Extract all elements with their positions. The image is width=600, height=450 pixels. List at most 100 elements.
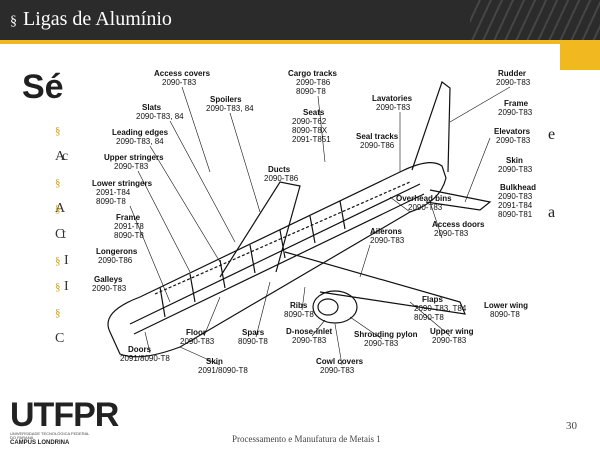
aircraft-svg: Access covers 2090-T83 Cargo tracks 2090…: [92, 69, 536, 375]
bullet-text: I: [64, 279, 69, 294]
alloy-overhead-bins: 2090-T83: [408, 203, 443, 212]
horizontal-stabilizer: [425, 189, 492, 211]
right-wing: [284, 251, 466, 315]
label-slats: Slats: [142, 103, 162, 112]
alloy-access-covers: 2090-T83: [162, 78, 197, 87]
bullet-text: C: [55, 227, 65, 242]
alloy-upper-stringers: 2090-T83: [114, 162, 149, 171]
alloy-cowl-covers: 2090-T83: [320, 366, 355, 375]
alloy-seats-3: 2091-T851: [292, 135, 331, 144]
label-cowl-covers: Cowl covers: [316, 357, 364, 366]
bullet-tail-1: e: [548, 126, 556, 143]
header-accent-bar: [0, 40, 600, 44]
bullet-row-2: § A: [55, 170, 73, 216]
bullet-row-5: § I: [55, 274, 73, 300]
label-d-nose-inlet: D-nose-inlet: [286, 327, 333, 336]
bullet-mark: §: [55, 125, 61, 137]
label-lower-stringers: Lower stringers: [92, 179, 153, 188]
alloy-bulkhead-3: 8090-T81: [498, 210, 533, 219]
label-seal-tracks: Seal tracks: [356, 132, 399, 141]
alloy-cargo-tracks-1: 2090-T86: [296, 78, 331, 87]
bullet-text: c: [62, 149, 69, 164]
leader-lines: [129, 86, 511, 366]
bullet-text: C: [55, 331, 65, 346]
label-frame-right: Frame: [504, 99, 529, 108]
engine-inlet: [317, 298, 339, 316]
alloy-frame-left-1: 2091-T8: [114, 222, 144, 231]
label-upper-stringers: Upper stringers: [104, 153, 164, 162]
label-ribs: Ribs: [290, 301, 308, 310]
page-number: 30: [566, 420, 577, 432]
diagram-labels: Access covers 2090-T83 Cargo tracks 2090…: [92, 69, 536, 375]
alloy-longerons: 2090-T86: [98, 256, 133, 265]
bullet-text: A: [55, 149, 66, 164]
header-title-text: Ligas de Alumínio: [23, 8, 172, 30]
alloy-cargo-tracks-2: 8090-T8: [296, 87, 326, 96]
header-accent-block: [560, 44, 600, 70]
alloy-d-nose-inlet: 2090-T83: [292, 336, 327, 345]
bullet-mark: §: [55, 255, 61, 267]
label-doors: Doors: [128, 345, 152, 354]
fuselage-stringers: [129, 183, 425, 335]
fuselage-frames: [159, 200, 346, 318]
bullet-tail-2: a: [548, 204, 556, 221]
alloy-spars: 8090-T8: [238, 337, 268, 346]
alloy-bulkhead-1: 2090-T83: [498, 192, 533, 201]
label-skin-bottom: Skin: [206, 357, 223, 366]
alloy-seal-tracks: 2090-T86: [360, 141, 395, 150]
fuselage-outline: [107, 162, 447, 358]
bullet-mark: §: [55, 307, 61, 319]
label-ducts: Ducts: [268, 165, 291, 174]
alloy-lower-wing: 8090-T8: [490, 310, 520, 319]
aircraft-drawing: [107, 81, 492, 358]
header-bullet: §: [10, 14, 17, 29]
header-title: § Ligas de Alumínio: [10, 8, 172, 31]
slide-header: § Ligas de Alumínio: [0, 0, 600, 40]
label-access-covers: Access covers: [154, 69, 211, 78]
bullet-mark: §: [55, 281, 61, 293]
label-cargo-tracks: Cargo tracks: [288, 69, 337, 78]
alloy-floor: 2090-T83: [180, 337, 215, 346]
header-stripes: [470, 0, 600, 40]
bullet-text: A: [55, 201, 66, 216]
aircraft-diagram: Access covers 2090-T83 Cargo tracks 2090…: [70, 62, 546, 388]
label-frame-left: Frame: [116, 213, 141, 222]
footer-course-name: Processamento e Manufatura de Metais 1: [232, 434, 381, 444]
alloy-bulkhead-2: 2091-T84: [498, 201, 533, 210]
bullet-fragments: § A c § A § C t § I § I § C: [55, 118, 73, 346]
label-longerons: Longerons: [96, 247, 138, 256]
bullet-row-1: § A: [55, 118, 73, 164]
label-flaps: Flaps: [422, 295, 443, 304]
alloy-elevators: 2090-T83: [496, 136, 531, 145]
label-spoilers: Spoilers: [210, 95, 242, 104]
label-overhead-bins: Overhead bins: [396, 194, 452, 203]
bullet-mark: §: [55, 203, 61, 215]
label-galleys: Galleys: [94, 275, 123, 284]
alloy-upper-wing: 2090-T83: [432, 336, 467, 345]
label-ailerons: Ailerons: [370, 227, 403, 236]
label-shrouding-pylon: Shrouding pylon: [354, 330, 418, 339]
alloy-access-doors: 2090-T83: [434, 229, 469, 238]
alloy-flaps-1: 2090-T83, T84: [414, 304, 467, 313]
label-bulkhead: Bulkhead: [500, 183, 536, 192]
upper-wing-left: [219, 181, 301, 278]
alloy-skin-bottom: 2091/8090-T8: [198, 366, 248, 375]
alloy-seats-1: 2090-T62: [292, 117, 327, 126]
alloy-spoilers: 2090-T83, 84: [206, 104, 254, 113]
alloy-lower-stringers-2: 8090-T8: [96, 197, 126, 206]
alloy-rudder: 2090-T83: [496, 78, 531, 87]
alloy-seats-2: 8090-T8X: [292, 126, 328, 135]
alloy-galleys: 2090-T83: [92, 284, 127, 293]
bullet-text: t: [62, 227, 66, 242]
alloy-lavatories: 2090-T83: [376, 103, 411, 112]
slide-title: Sé: [22, 68, 64, 106]
bullet-text: I: [64, 253, 69, 268]
alloy-ailerons: 2090-T83: [370, 236, 405, 245]
label-lower-wing: Lower wing: [484, 301, 528, 310]
alloy-ducts: 2090-T86: [264, 174, 299, 183]
alloy-leading-edges: 2090-T83, 84: [116, 137, 164, 146]
alloy-frame-right: 2090-T83: [498, 108, 533, 117]
label-access-doors: Access doors: [432, 220, 485, 229]
label-upper-wing: Upper wing: [430, 327, 474, 336]
bullet-row-4: § I: [55, 248, 73, 274]
